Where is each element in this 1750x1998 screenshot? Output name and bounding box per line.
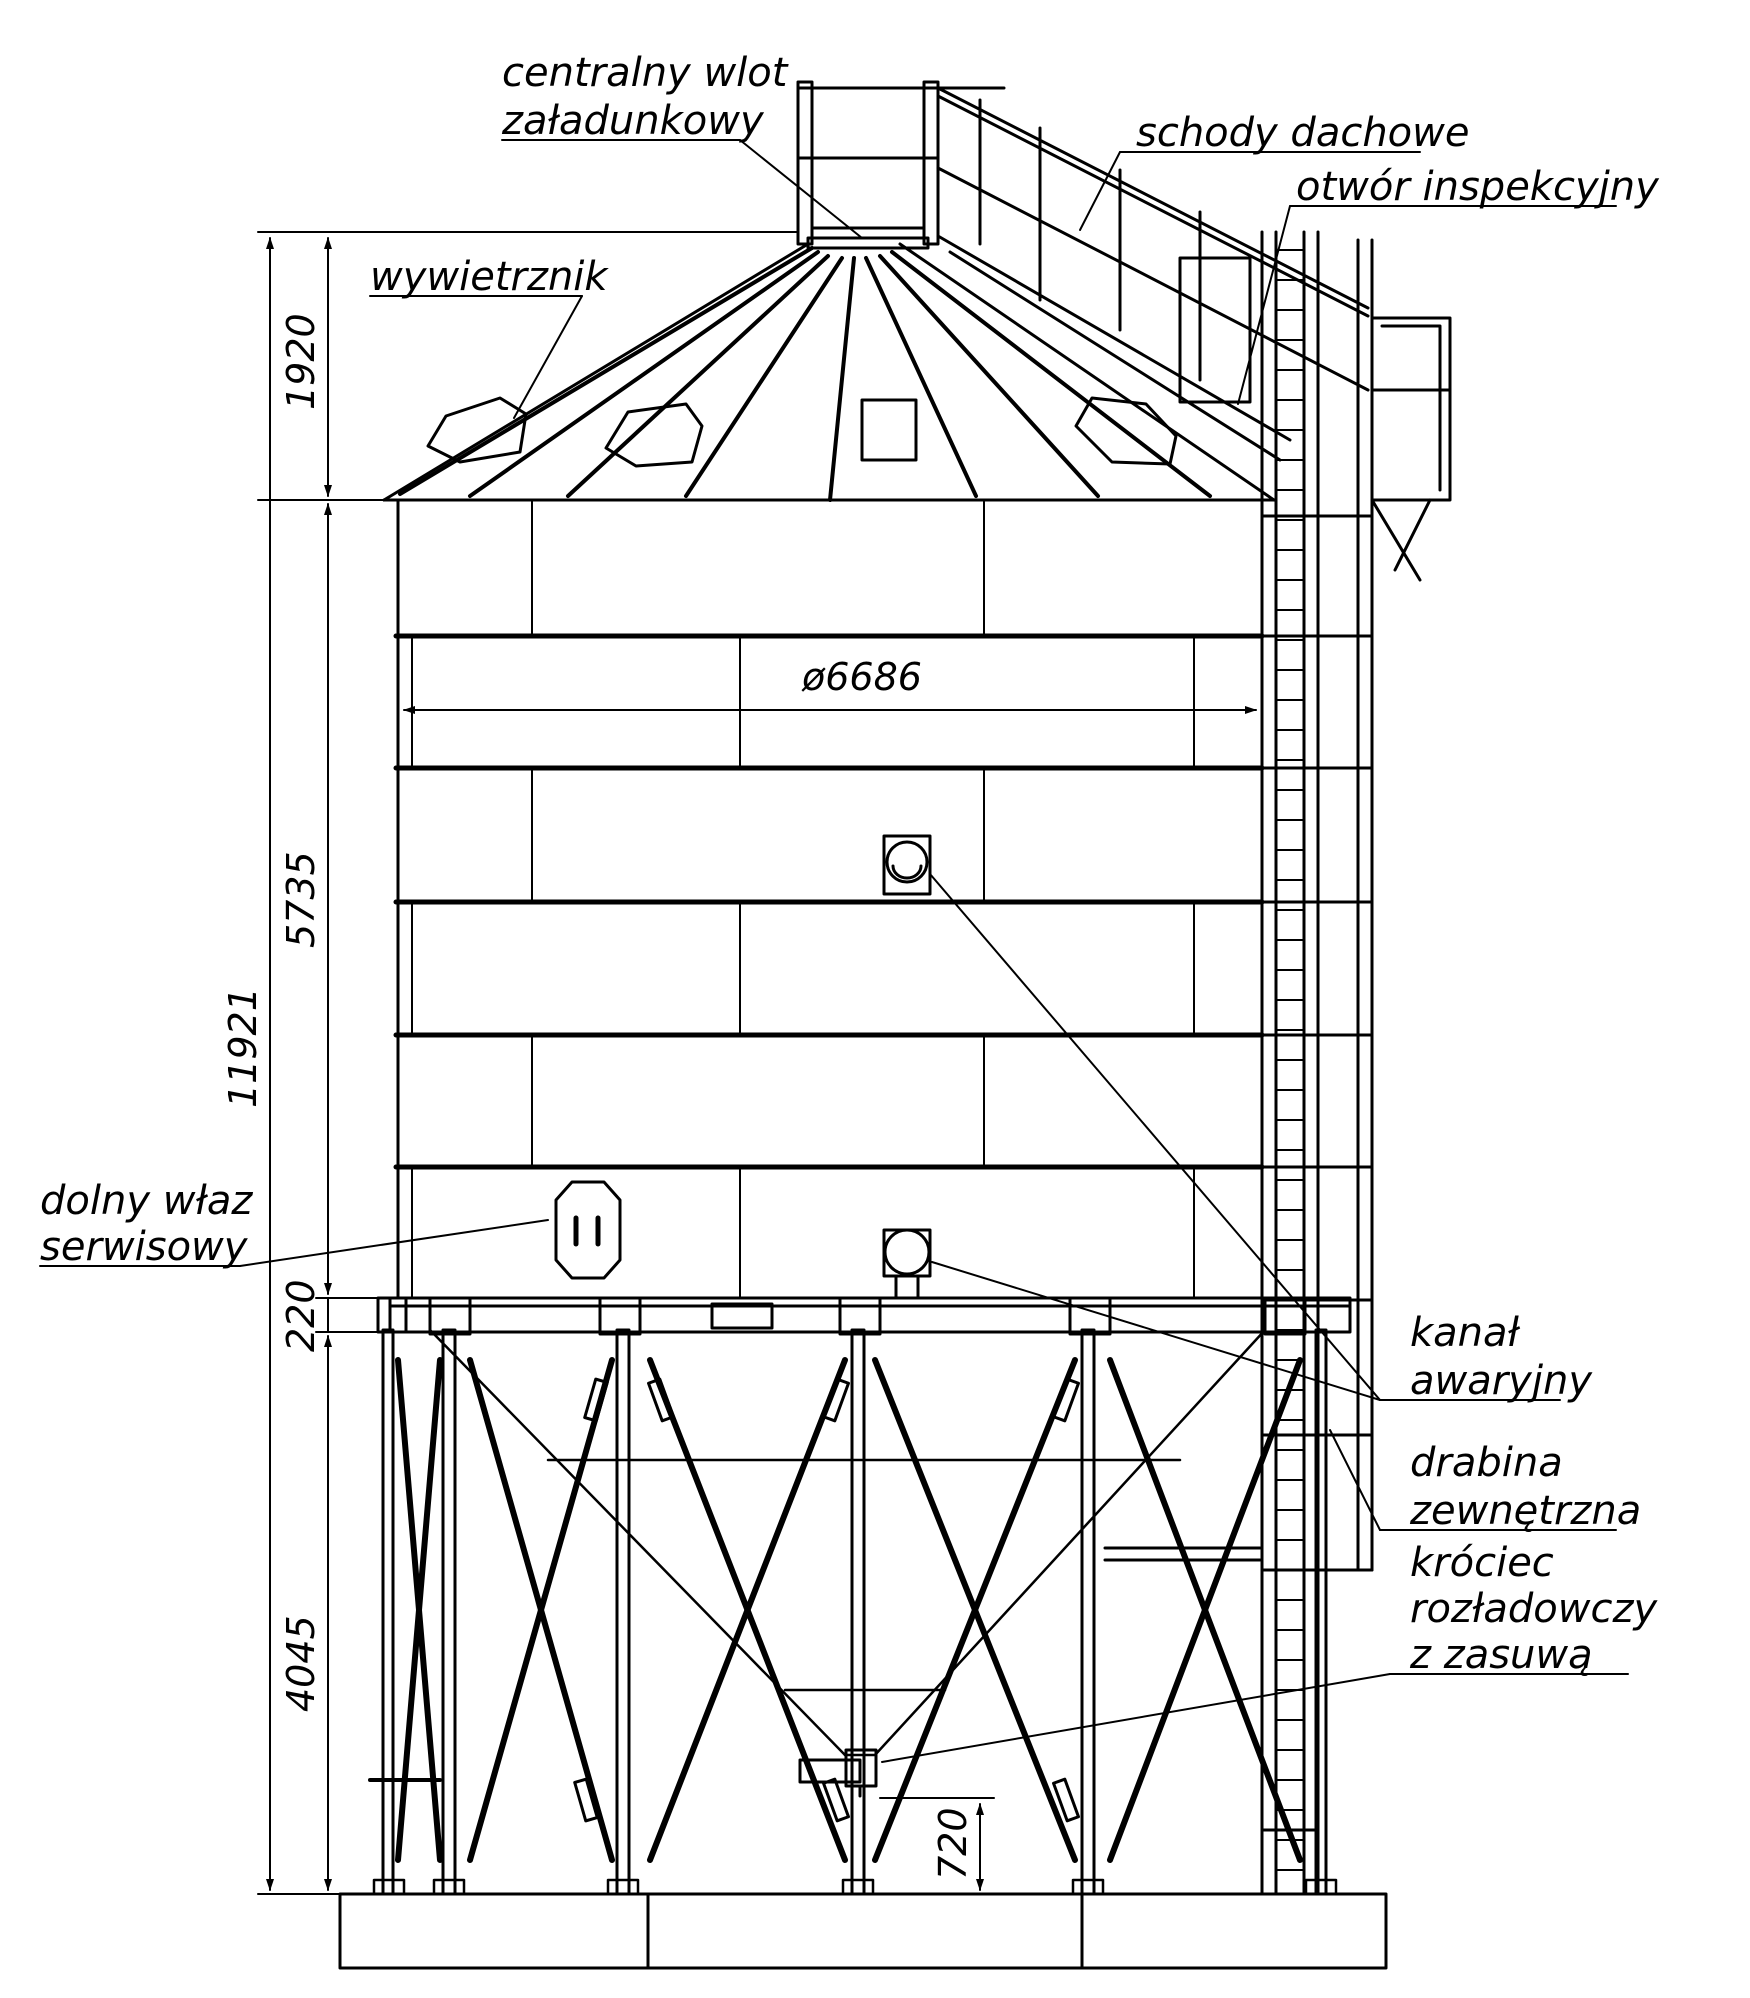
support-columns [381, 1328, 1328, 1896]
ring-beam [376, 1296, 1352, 1336]
external-ladder [1260, 230, 1374, 1896]
column-base-plates [372, 1878, 1338, 1896]
label-vent: wywietrznik [370, 254, 609, 300]
stiffener-rings [393, 633, 1265, 1170]
label-outlet-3: z zasuwą [1409, 1632, 1593, 1678]
label-inspection-opening: otwór inspekcyjny [1296, 164, 1660, 210]
annotation-labels: centralny wlot załadunkowy schody dachow… [40, 50, 1660, 1678]
ladder-rungs [1275, 249, 1305, 1871]
label-ladder-1: drabina [1410, 1440, 1563, 1486]
hopper-cone [428, 1328, 1267, 1757]
label-ladder-2: zewnętrzna [1409, 1488, 1641, 1534]
support-structure [368, 1328, 1338, 1896]
dim-body-height: 5735 [279, 851, 323, 948]
label-outlet-2: rozładowczy [1410, 1586, 1658, 1632]
panel-seams [411, 499, 1195, 1299]
dim-support-height: 4045 [279, 1615, 323, 1712]
dim-ring-height: 220 [279, 1279, 323, 1352]
dim-roof-height: 1920 [279, 313, 323, 410]
bracing-turnbuckles [573, 1377, 1080, 1823]
dimension-lines [257, 231, 1257, 1895]
landing-platform [1370, 316, 1452, 582]
label-emergency-channel-1: kanał [1410, 1310, 1521, 1356]
label-service-hatch-1: dolny właz [40, 1178, 253, 1224]
emergency-channel-upper [882, 834, 932, 896]
roof-ribs [398, 246, 1212, 502]
label-outlet-1: króciec [1410, 1540, 1554, 1586]
emergency-channel-lower [882, 1228, 932, 1300]
outlet-valve [798, 1748, 878, 1798]
roof-vents [426, 396, 1178, 468]
label-central-inlet-1: centralny wlot [502, 50, 789, 96]
dim-total-height: 11921 [221, 987, 265, 1108]
x-bracing [395, 1357, 1303, 1863]
foundation [338, 1892, 1388, 1970]
dimension-values: ø6686 1920 5735 11921 220 4045 720 [221, 313, 975, 1880]
silo-body [382, 498, 1276, 1300]
label-roof-stairs: schody dachowe [1136, 110, 1469, 156]
dim-diameter: ø6686 [801, 655, 922, 699]
central-inlet [796, 80, 1006, 250]
leader-lines [39, 139, 1629, 1763]
label-emergency-channel-2: awaryjny [1410, 1358, 1593, 1404]
label-service-hatch-2: serwisowy [40, 1224, 249, 1270]
dim-outlet-clearance: 720 [931, 1807, 975, 1880]
roof [382, 242, 1276, 502]
ladder-cage [1260, 514, 1374, 1572]
service-hatch [554, 1180, 622, 1280]
label-central-inlet-2: załadunkowy [501, 98, 765, 144]
